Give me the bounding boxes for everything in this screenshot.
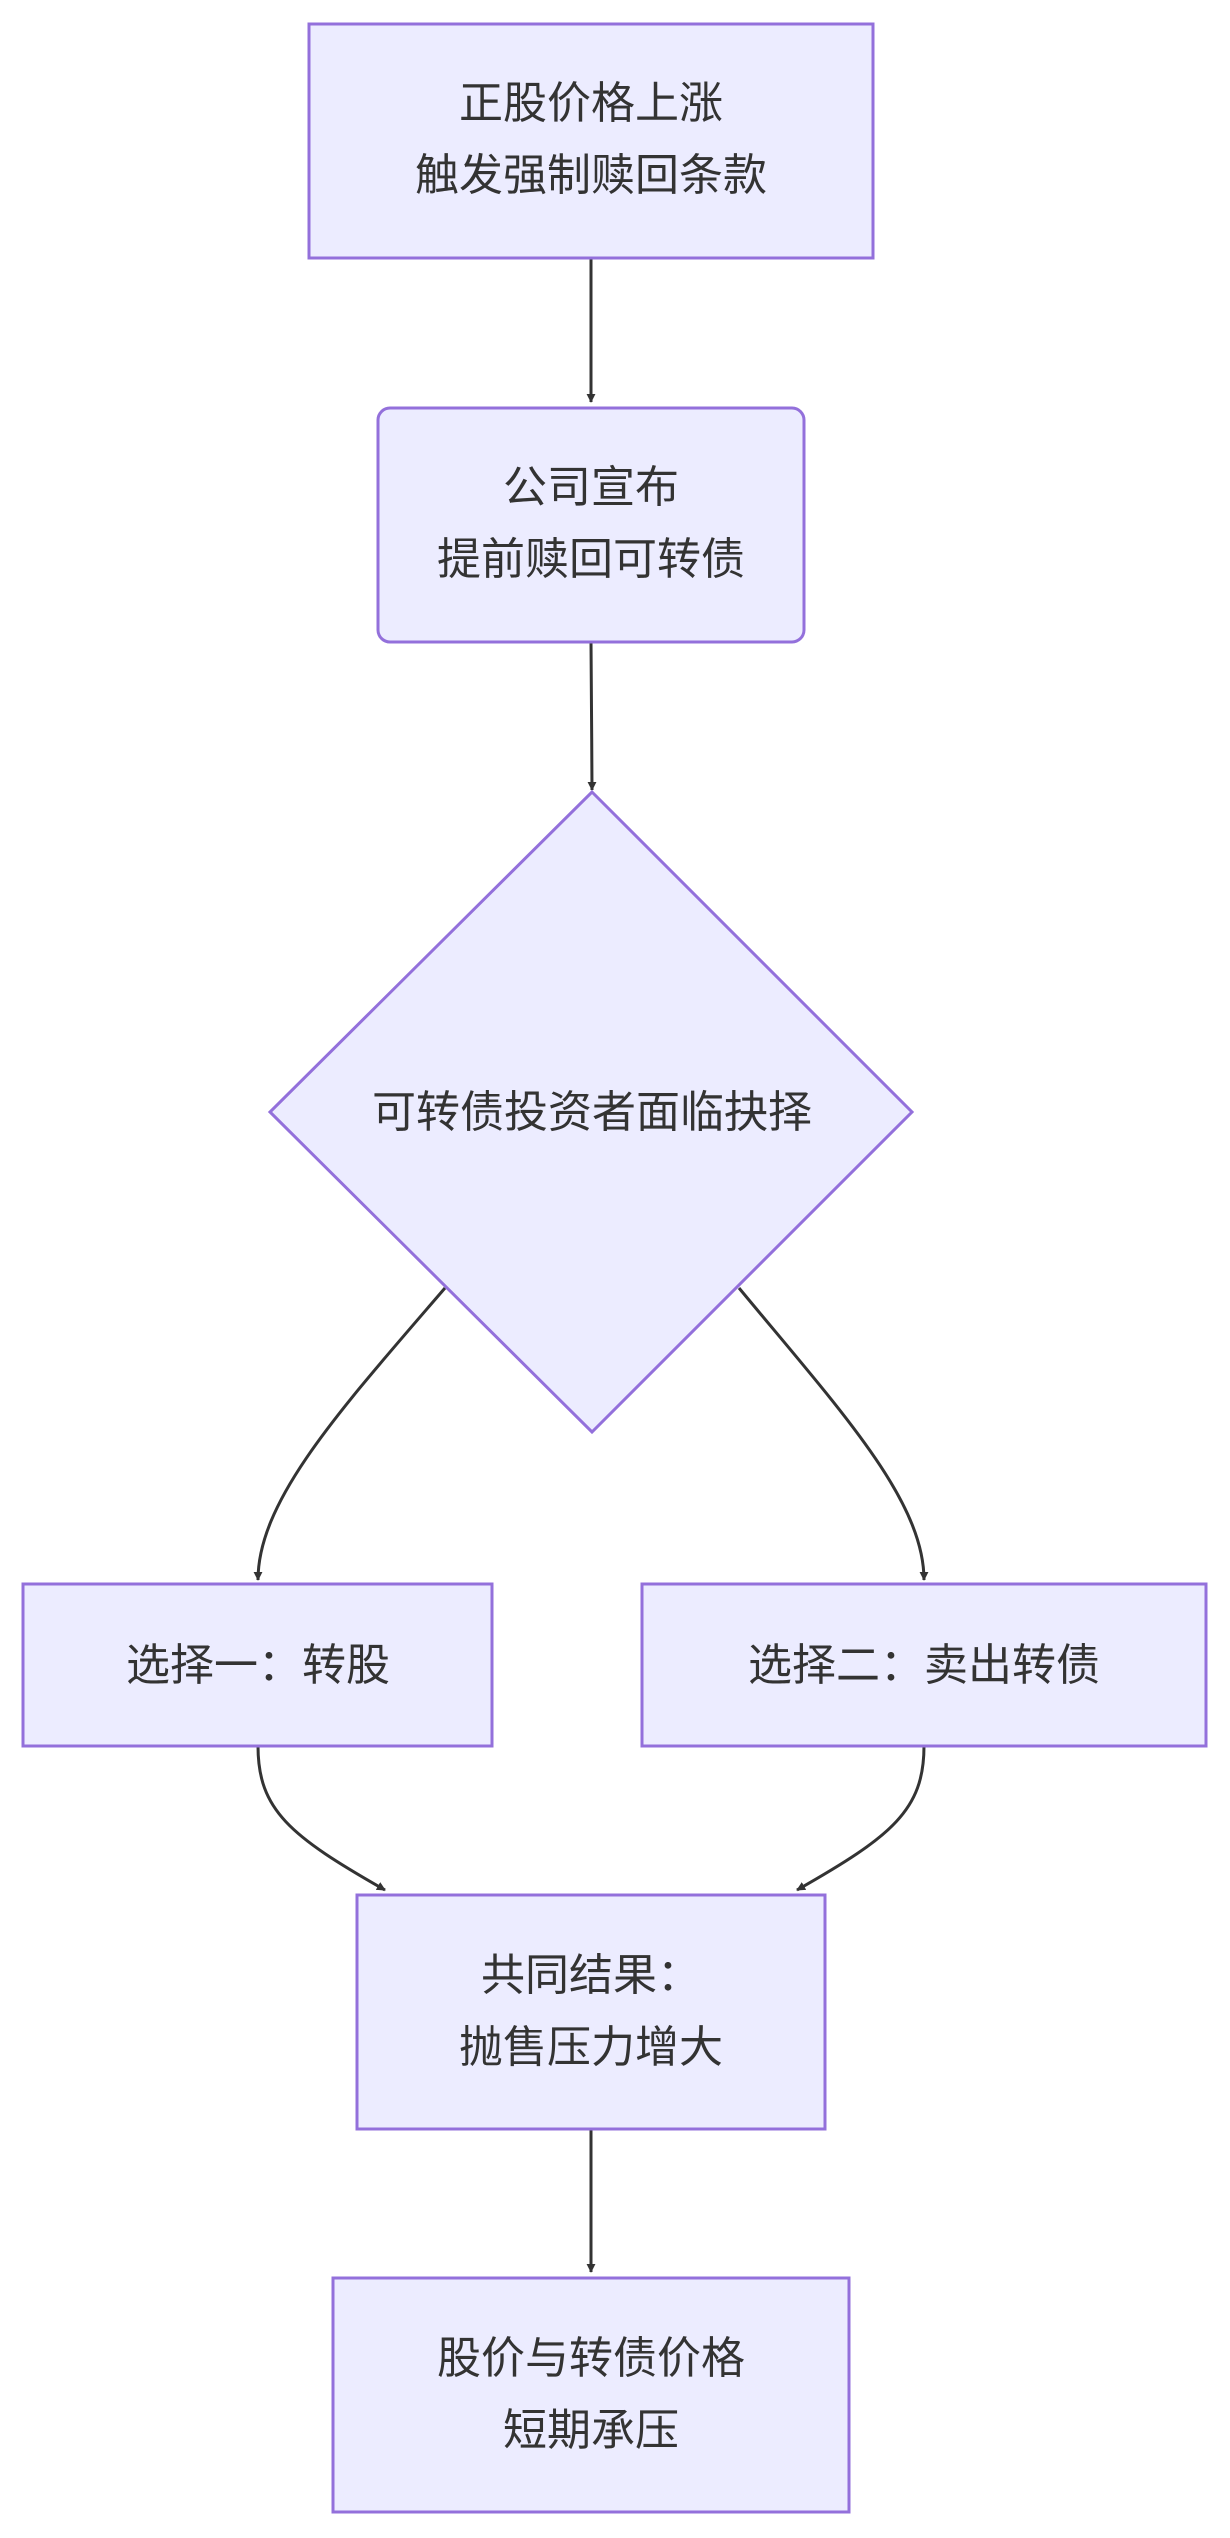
node-option2-label: 选择二：卖出转债 bbox=[748, 1640, 1100, 1691]
edge-decision-to-option2 bbox=[737, 1287, 929, 1581]
node-announce-line2: 提前赎回可转债 bbox=[437, 534, 745, 585]
edges bbox=[253, 258, 929, 2273]
edge-announce-to-decision bbox=[587, 641, 597, 791]
node-decision-label: 可转债投资者面临抉择 bbox=[372, 1087, 812, 1138]
node-announce-line1: 公司宣布 bbox=[503, 462, 679, 513]
node-trigger-line2: 触发强制赎回条款 bbox=[415, 150, 767, 201]
node-trigger: 正股价格上涨 触发强制赎回条款 bbox=[307, 22, 875, 260]
node-option2: 选择二：卖出转债 bbox=[640, 1582, 1208, 1748]
node-result: 共同结果： 抛售压力增大 bbox=[355, 1893, 827, 2131]
node-result-line2: 抛售压力增大 bbox=[459, 2022, 723, 2073]
node-announce: 公司宣布 提前赎回可转债 bbox=[376, 406, 806, 644]
node-decision: 可转债投资者面临抉择 bbox=[267, 789, 915, 1435]
node-option1-label: 选择一：转股 bbox=[126, 1640, 390, 1691]
node-option1: 选择一：转股 bbox=[21, 1582, 494, 1748]
node-trigger-line1: 正股价格上涨 bbox=[459, 78, 723, 129]
edge-decision-to-option1 bbox=[253, 1287, 447, 1581]
node-outcome: 股价与转债价格 短期承压 bbox=[331, 2276, 851, 2514]
node-result-line1: 共同结果： bbox=[481, 1950, 701, 2001]
node-outcome-line2: 短期承压 bbox=[503, 2405, 679, 2456]
edge-option1-to-result bbox=[256, 1745, 386, 1892]
node-outcome-line1: 股价与转债价格 bbox=[437, 2333, 745, 2384]
edge-option2-to-result bbox=[796, 1745, 926, 1892]
